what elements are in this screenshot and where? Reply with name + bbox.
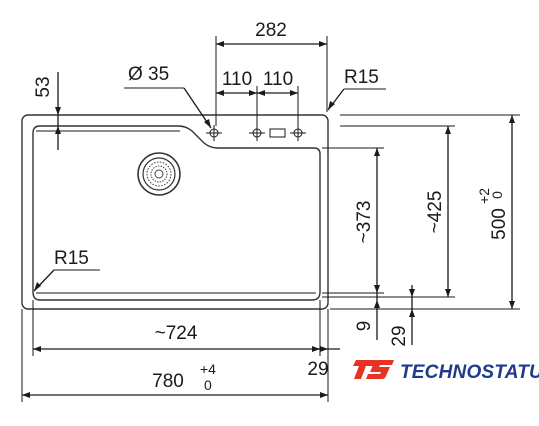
sink-outline <box>21 114 329 310</box>
overflow-slot <box>269 128 286 138</box>
dimension-425: ~425 <box>322 125 455 298</box>
dimension-r15-top: R15 <box>327 67 386 111</box>
dim-724-label: ~724 <box>155 323 198 344</box>
dim-diameter-label: Ø 35 <box>128 64 169 85</box>
technostatus-logo: TECHNOSTATUS <box>353 360 539 383</box>
tap-hole-right <box>290 125 306 141</box>
dimension-110-110: 110 110 <box>216 69 299 126</box>
dim-500-label: 500 <box>489 208 510 240</box>
dimension-side-29: 29 <box>307 346 340 380</box>
dimension-500: 500 +2 0 <box>330 114 520 310</box>
dimension-r15-bottom: R15 <box>33 248 100 292</box>
dimension-780: 780 +4 0 <box>21 309 329 402</box>
dimension-53: 53 <box>33 72 61 150</box>
dim-373-label: ~373 <box>354 201 375 244</box>
dimension-diameter: Ø 35 <box>124 64 212 129</box>
technostatus-logo-mark-icon <box>353 360 394 379</box>
dim-500-tol-lower: 0 <box>489 191 505 199</box>
tap-holes <box>206 125 306 141</box>
drain-icon <box>137 152 181 196</box>
dim-r15-bottom-label: R15 <box>54 248 89 269</box>
dim-29-side-label: 29 <box>307 359 328 380</box>
dim-780-tol-lower: 0 <box>204 377 212 393</box>
tap-hole-center <box>249 125 265 141</box>
dim-110-right-label: 110 <box>263 69 293 90</box>
dim-9-label: 9 <box>354 321 375 332</box>
dim-282-label: 282 <box>255 20 287 41</box>
logo-brand-text: TECHNOSTATUS <box>400 362 539 383</box>
dim-110-left-label: 110 <box>222 69 252 90</box>
dim-53-label: 53 <box>33 76 54 97</box>
dimension-373: ~373 <box>322 147 384 294</box>
dim-780-tol-upper: +4 <box>200 361 216 377</box>
dim-500-tol-upper: +2 <box>476 188 492 204</box>
dim-r15-top-label: R15 <box>344 67 379 88</box>
dim-29-vertical-label: 29 <box>389 325 410 346</box>
dimension-282: 282 <box>215 20 328 126</box>
dim-780-label: 780 <box>152 371 184 392</box>
dimension-724: ~724 <box>32 300 321 356</box>
dimension-9-29: 9 29 <box>354 285 415 347</box>
tap-hole-left <box>206 125 222 141</box>
dim-425-label: ~425 <box>425 191 446 234</box>
